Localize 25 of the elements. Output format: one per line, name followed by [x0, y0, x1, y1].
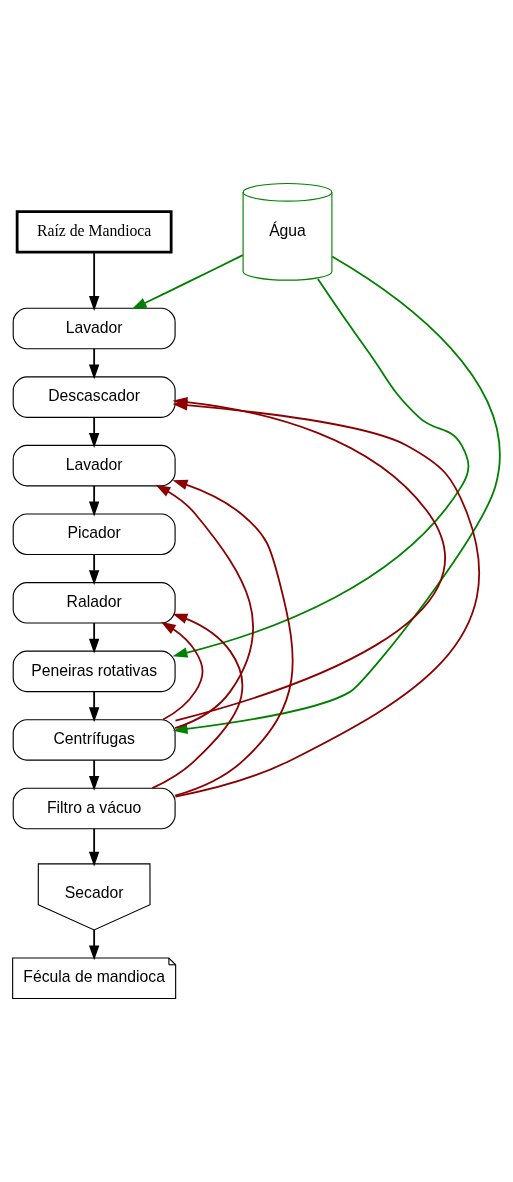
- node-box: Lavador: [12, 307, 176, 350]
- arrow: [88, 553, 100, 586]
- node-box: Peneiras rotativas: [12, 650, 176, 693]
- node-box: Lavador: [12, 444, 176, 487]
- arrow: [131, 254, 244, 310]
- arrow: [88, 690, 100, 723]
- arrow: [151, 613, 244, 790]
- arrow: [88, 347, 100, 380]
- arrow: [172, 400, 481, 798]
- arrow: [88, 827, 100, 867]
- arrow: [88, 759, 100, 791]
- arrow: [155, 484, 255, 730]
- arrow: [88, 251, 100, 311]
- arrow: [88, 485, 100, 517]
- node-box: Picador: [12, 513, 176, 556]
- node-box: Centrífugas: [12, 719, 176, 761]
- node-box: Ralador: [12, 582, 176, 624]
- node-box: Filtro a vácuo: [12, 787, 176, 830]
- arrow: [88, 622, 100, 654]
- node-box: Raíz de Mandioca: [15, 210, 173, 254]
- arrow: [160, 621, 204, 721]
- arrow: [172, 479, 294, 797]
- arrow: [88, 416, 100, 448]
- node-box: Descascador: [12, 376, 176, 418]
- arrow: [88, 929, 100, 961]
